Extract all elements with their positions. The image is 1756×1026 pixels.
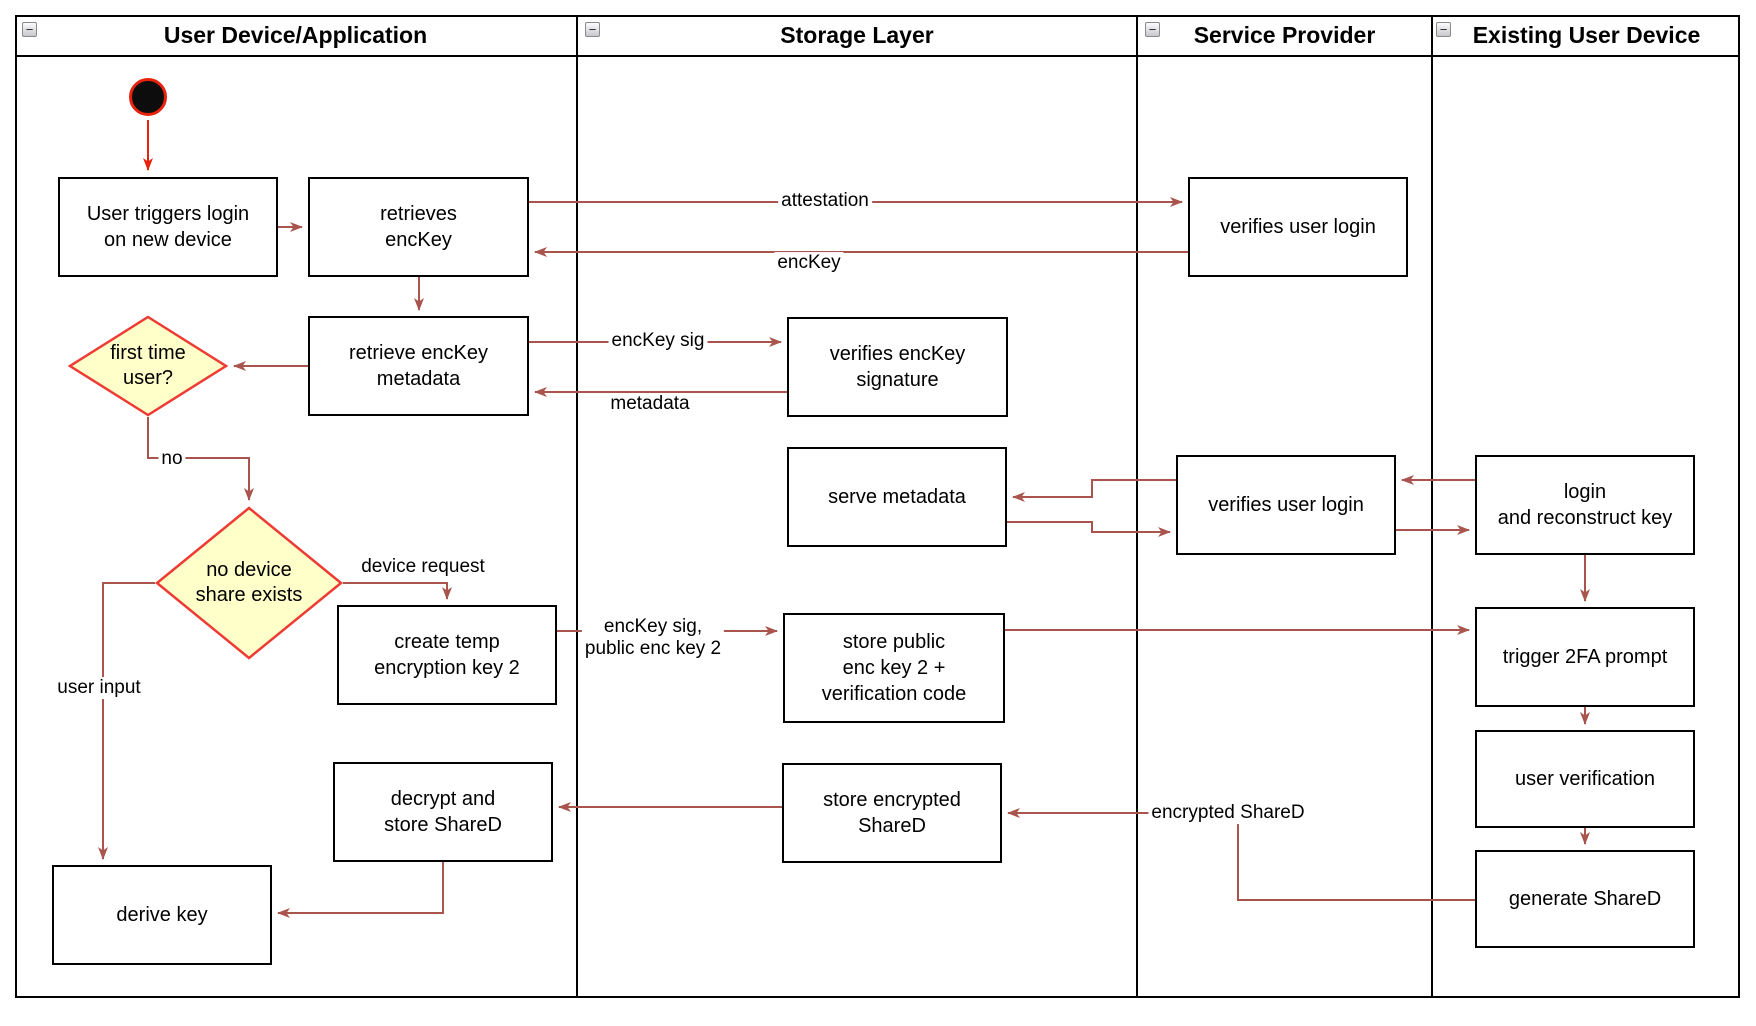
swimlane-storage-layer: Storage Layer − <box>578 15 1138 998</box>
swimlane-title: Existing User Device <box>1472 21 1701 48</box>
decision-first-time-user[interactable]: first time user? <box>68 315 228 417</box>
swimlane-header-storage-layer: Storage Layer <box>578 15 1136 57</box>
node-store-encrypted-shared[interactable]: store encrypted ShareD <box>782 763 1002 863</box>
node-serve-metadata[interactable]: serve metadata <box>787 447 1007 547</box>
node-user-verification[interactable]: user verification <box>1475 730 1695 828</box>
node-login-reconstruct-key[interactable]: login and reconstruct key <box>1475 455 1695 555</box>
swimlane-title: User Device/Application <box>163 21 428 48</box>
start-node[interactable] <box>129 78 167 116</box>
edge-label-encrypted-shared: encrypted ShareD <box>1148 802 1308 824</box>
node-decrypt-store-shared[interactable]: decrypt and store ShareD <box>333 762 553 862</box>
edge-label-metadata: metadata <box>607 393 693 415</box>
swimlane-user-device: User Device/Application − <box>15 15 578 998</box>
edge-label-user-input: user input <box>54 677 144 699</box>
node-derive-key[interactable]: derive key <box>52 865 272 965</box>
collapse-icon[interactable]: − <box>1145 22 1160 37</box>
swimlane-existing-user-device: Existing User Device − <box>1433 15 1740 998</box>
node-create-temp-key2[interactable]: create temp encryption key 2 <box>337 605 557 705</box>
node-verifies-user-login-top[interactable]: verifies user login <box>1188 177 1408 277</box>
swimlane-header-service-provider: Service Provider <box>1138 15 1431 57</box>
edge-label-device-request: device request <box>358 556 488 578</box>
decision-no-device-share[interactable]: no device share exists <box>155 506 343 660</box>
edge-label-enckey: encKey <box>774 252 844 274</box>
swimlane-service-provider: Service Provider − <box>1138 15 1433 998</box>
node-store-public-enc-key2[interactable]: store public enc key 2 + verification co… <box>783 613 1005 723</box>
node-generate-shared[interactable]: generate ShareD <box>1475 850 1695 948</box>
swimlane-header-user-device: User Device/Application <box>15 15 576 57</box>
node-verifies-user-login-mid[interactable]: verifies user login <box>1176 455 1396 555</box>
edge-label-enckey-sig: encKey sig <box>608 330 708 352</box>
swimlane-title: Storage Layer <box>780 21 934 48</box>
edge-label-enckey-sig-public-key2: encKey sig, public enc key 2 <box>581 616 725 660</box>
edge-label-attestation: attestation <box>778 190 872 212</box>
node-retrieve-enckey-metadata[interactable]: retrieve encKey metadata <box>308 316 529 416</box>
edge-label-no: no <box>158 448 186 470</box>
node-verifies-enckey-signature[interactable]: verifies encKey signature <box>787 317 1008 417</box>
node-trigger-2fa-prompt[interactable]: trigger 2FA prompt <box>1475 607 1695 707</box>
collapse-icon[interactable]: − <box>22 22 37 37</box>
node-retrieves-enckey[interactable]: retrieves encKey <box>308 177 529 277</box>
collapse-icon[interactable]: − <box>585 22 600 37</box>
swimlane-header-existing-user-device: Existing User Device <box>1433 15 1740 57</box>
swimlane-title: Service Provider <box>1193 21 1376 48</box>
collapse-icon[interactable]: − <box>1436 22 1451 37</box>
node-user-triggers-login[interactable]: User triggers login on new device <box>58 177 278 277</box>
